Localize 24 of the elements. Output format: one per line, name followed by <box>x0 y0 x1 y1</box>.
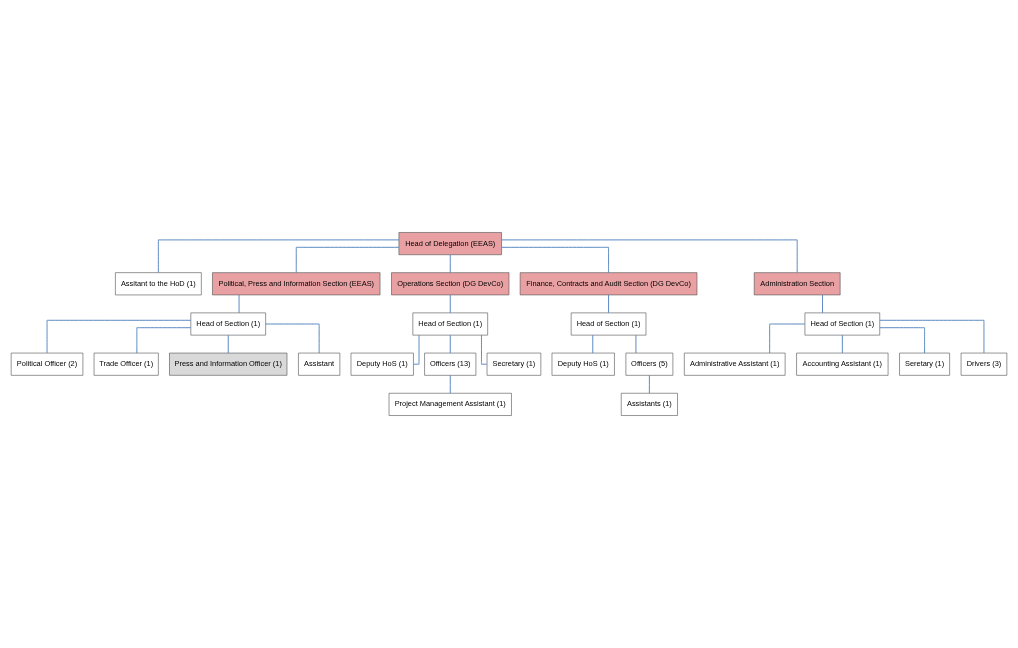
connector <box>769 323 806 354</box>
connector <box>136 327 192 354</box>
connector <box>648 374 650 394</box>
connector <box>295 246 400 274</box>
connector <box>822 294 823 314</box>
connector <box>608 294 610 314</box>
connector <box>481 334 488 365</box>
connector <box>238 294 240 314</box>
connector <box>501 246 610 274</box>
connector <box>879 319 985 354</box>
connector <box>265 323 320 354</box>
connector <box>449 254 451 274</box>
connector <box>449 294 451 314</box>
connector <box>46 319 192 354</box>
connector <box>157 239 400 273</box>
connector <box>841 334 843 354</box>
connector <box>592 334 594 354</box>
connector <box>879 327 926 354</box>
connector <box>449 374 451 394</box>
connector <box>413 334 420 365</box>
connector <box>635 334 637 354</box>
connector <box>449 334 451 354</box>
connector <box>227 334 229 354</box>
connector <box>501 239 798 273</box>
